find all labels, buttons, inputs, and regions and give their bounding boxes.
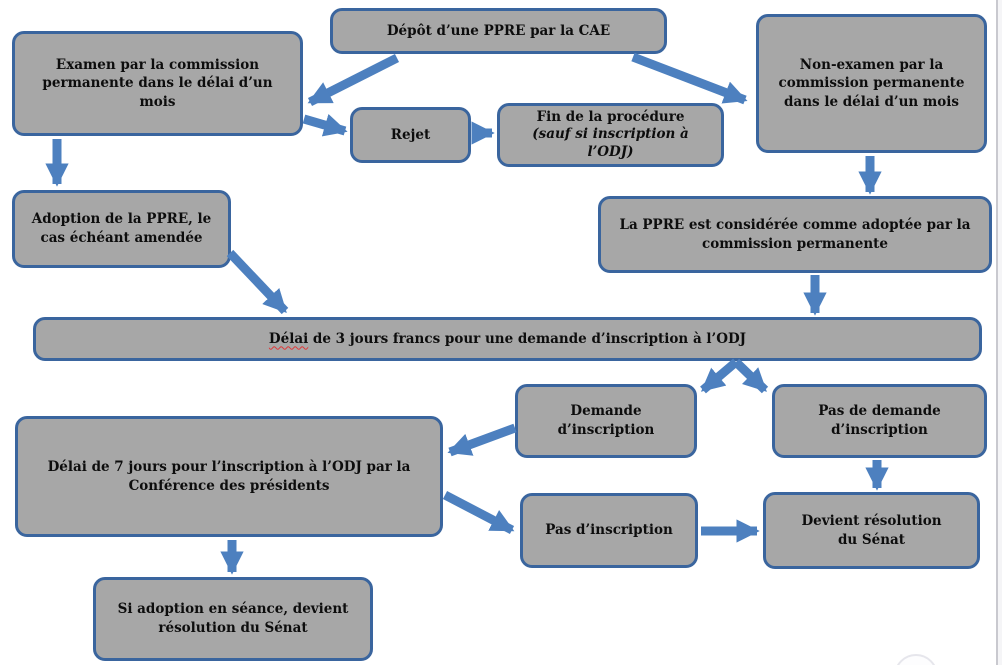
faint-circle-shape bbox=[894, 654, 938, 665]
page-boundary-line bbox=[996, 0, 998, 665]
node-delai-7-jours: Délai de 7 jours pour l’inscription à l’… bbox=[15, 416, 443, 537]
node-depot-label: Dépôt d’une PPRE par la CAE bbox=[386, 22, 611, 39]
node-fin-procedure: Fin de la procédure (sauf si inscription… bbox=[497, 103, 724, 167]
arrow-delai3-to-demande bbox=[700, 358, 739, 394]
node-delai3-spellchecked-word: Délai bbox=[268, 330, 309, 347]
node-rejet-label: Rejet bbox=[390, 126, 431, 143]
arrow-demande-to-delai7 bbox=[447, 423, 517, 457]
node-fin-text: Fin de la procédure (sauf si inscription… bbox=[532, 91, 689, 179]
node-si-adoption-label: Si adoption en séance, devient résolutio… bbox=[117, 601, 349, 636]
node-fin-subtitle: (sauf si inscription à l’ODJ) bbox=[532, 126, 689, 160]
node-pas-demande-label: Pas de demande d’inscription bbox=[818, 403, 941, 438]
page-outside-strip bbox=[998, 0, 1002, 665]
node-adoption-label: Adoption de la PPRE, le cas échéant amen… bbox=[31, 211, 212, 246]
node-depot-ppre: Dépôt d’une PPRE par la CAE bbox=[330, 8, 667, 54]
node-fin-title: Fin de la procédure bbox=[536, 108, 685, 125]
node-consideree-label: La PPRE est considérée comme adoptée par… bbox=[619, 216, 971, 252]
node-adoption-ppre: Adoption de la PPRE, le cas échéant amen… bbox=[12, 190, 231, 268]
node-rejet: Rejet bbox=[350, 107, 471, 163]
arrow-delai7-to-pas-inscription bbox=[442, 491, 515, 534]
node-pas-inscription-label: Pas d’inscription bbox=[545, 522, 673, 539]
arrow-examen-to-rejet bbox=[302, 113, 348, 137]
node-pas-de-demande-inscription: Pas de demande d’inscription bbox=[772, 384, 987, 458]
node-pas-inscription: Pas d’inscription bbox=[520, 493, 698, 568]
node-delai-3-jours: Délai de 3 jours francs pour une demande… bbox=[33, 317, 982, 361]
node-examen-commission: Examen par la commission permanente dans… bbox=[12, 31, 303, 136]
node-delai3-text: Délai de 3 jours francs pour une demande… bbox=[269, 330, 746, 349]
node-devient-label: Devient résolution du Sénat bbox=[801, 512, 942, 548]
node-examen-label: Examen par la commission permanente dans… bbox=[42, 56, 273, 110]
node-delai3-label-rest: de 3 jours francs pour une demande d’ins… bbox=[308, 330, 747, 347]
node-ppre-consideree-adoptee: La PPRE est considérée comme adoptée par… bbox=[598, 196, 992, 273]
node-delai7-label: Délai de 7 jours pour l’inscription à l’… bbox=[47, 458, 411, 494]
node-demande-label: Demande d’inscription bbox=[557, 403, 655, 438]
node-demande-inscription: Demande d’inscription bbox=[515, 384, 697, 458]
node-devient-resolution-senat: Devient résolution du Sénat bbox=[763, 492, 980, 569]
node-si-adoption-seance: Si adoption en séance, devient résolutio… bbox=[93, 577, 373, 661]
arrow-adoption-to-delai3 bbox=[226, 249, 289, 315]
arrow-delai3-to-pas-demande bbox=[732, 358, 769, 394]
node-non-examen-commission: Non-examen par la commission permanente … bbox=[756, 14, 987, 153]
arrow-depot-to-examen bbox=[307, 53, 400, 107]
node-non-examen-label: Non-examen par la commission permanente … bbox=[778, 56, 965, 110]
